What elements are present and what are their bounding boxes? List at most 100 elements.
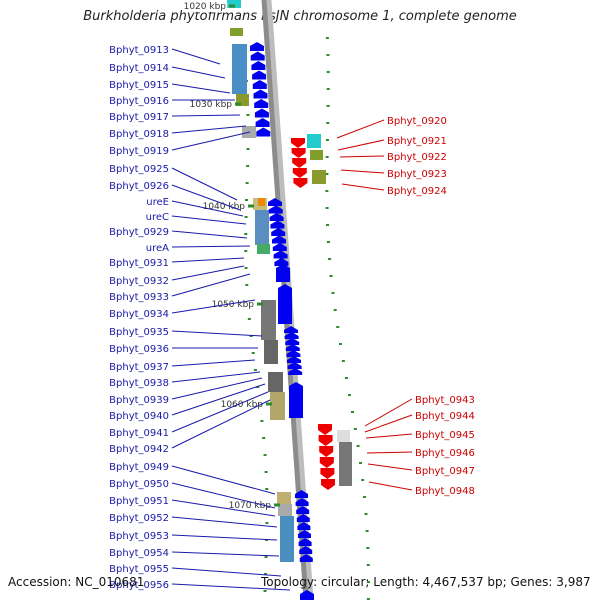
leader-line	[171, 465, 276, 495]
forward-gene-arrow	[271, 228, 286, 236]
gene-label-Bphyt_0931: Bphyt_0931	[109, 258, 169, 269]
leader-line	[366, 451, 413, 454]
gene-label-Bphyt_0954: Bphyt_0954	[109, 548, 169, 559]
leader-line	[340, 169, 385, 174]
gene-label-Bphyt_0947: Bphyt_0947	[415, 466, 475, 477]
ruler-label: 1020 kbp	[184, 2, 227, 12]
ruler-label: 1050 kbp	[212, 300, 255, 310]
forward-gene-arrow	[297, 522, 311, 530]
feature-box-olive	[312, 170, 326, 184]
gene-label-Bphyt_0952: Bphyt_0952	[109, 513, 169, 524]
leader-line	[171, 114, 241, 117]
leader-line	[171, 299, 256, 314]
leader-line	[339, 155, 385, 158]
leader-line	[171, 66, 226, 79]
gene-label-Bphyt_0933: Bphyt_0933	[109, 292, 169, 303]
gene-label-ureE: ureE	[146, 197, 169, 208]
gene-label-Bphyt_0950: Bphyt_0950	[109, 479, 169, 490]
leader-line	[171, 273, 251, 297]
forward-gene-arrow	[252, 70, 267, 80]
feature-box-tan	[270, 392, 285, 420]
feature-box-lightgrey	[337, 430, 350, 442]
forward-gene-arrow	[295, 490, 308, 498]
leader-line	[171, 499, 276, 517]
forward-gene-arrow	[287, 362, 302, 369]
feature-box-tan	[277, 492, 291, 504]
leader-line	[171, 567, 282, 577]
leader-line	[171, 131, 251, 151]
gene-label-Bphyt_0945: Bphyt_0945	[415, 430, 475, 441]
feature-box-cyan	[227, 0, 241, 8]
map-title: Burkholderia phytofirmans PsJN chromosom…	[83, 9, 517, 24]
forward-gene-arrow	[254, 99, 269, 108]
forward-gene-arrow	[278, 284, 292, 324]
gene-label-Bphyt_0941: Bphyt_0941	[109, 428, 169, 439]
ruler-label-bg	[219, 400, 265, 410]
leader-line	[364, 398, 413, 427]
feature-box-olive	[310, 150, 323, 160]
feature-box-grey	[278, 504, 292, 516]
leader-line	[171, 551, 280, 557]
forward-gene-arrow	[295, 498, 309, 506]
forward-gene-arrow	[274, 258, 289, 266]
leader-line	[171, 245, 251, 248]
forward-gene-arrow	[254, 108, 269, 118]
gene-label-Bphyt_0944: Bphyt_0944	[415, 411, 475, 422]
gene-label-Bphyt_0949: Bphyt_0949	[109, 462, 169, 473]
feature-box-grey	[339, 442, 352, 486]
left-gene-labels: Bphyt_0913Bphyt_0914Bphyt_0915Bphyt_0916…	[109, 45, 291, 591]
forward-gene-arrow	[252, 80, 267, 89]
gene-label-ureC: ureC	[146, 212, 169, 223]
reverse-gene-arrow	[319, 457, 334, 468]
gene-label-Bphyt_0935: Bphyt_0935	[109, 327, 169, 338]
forward-gene-arrow	[285, 344, 300, 351]
forward-gene-arrow	[298, 530, 311, 538]
gene-label-Bphyt_0942: Bphyt_0942	[109, 444, 169, 455]
leader-line	[171, 391, 269, 433]
reverse-gene-arrow	[291, 148, 306, 158]
leader-line	[171, 359, 256, 367]
gene-label-Bphyt_0946: Bphyt_0946	[415, 448, 475, 459]
forward-gene-arrow	[256, 127, 271, 137]
reverse-gene-arrow	[293, 178, 308, 188]
gene-label-Bphyt_0913: Bphyt_0913	[109, 45, 169, 56]
forward-gene-arrow	[270, 220, 285, 229]
gene-label-Bphyt_0932: Bphyt_0932	[109, 276, 169, 287]
leader-line	[171, 377, 263, 400]
forward-gene-arrow	[299, 554, 313, 562]
feature-box-green	[257, 244, 270, 254]
ruler-label: 1030 kbp	[190, 100, 233, 110]
gene-label-Bphyt_0956: Bphyt_0956	[109, 580, 169, 591]
feature-box-cyan	[307, 134, 321, 148]
forward-gene-arrow	[287, 356, 301, 363]
forward-gene-arrow	[289, 382, 303, 418]
forward-gene-arrow	[255, 118, 270, 127]
gene-label-Bphyt_0916: Bphyt_0916	[109, 96, 169, 107]
leader-line	[171, 125, 247, 134]
gene-label-Bphyt_0951: Bphyt_0951	[109, 496, 169, 507]
gene-label-Bphyt_0917: Bphyt_0917	[109, 112, 169, 123]
forward-gene-arrow	[298, 538, 312, 546]
reverse-gene-arrow	[291, 138, 305, 148]
leader-line	[341, 183, 385, 191]
topology-text: Topology: circular; Length: 4,467,537 bp…	[261, 575, 591, 589]
gene-label-Bphyt_0914: Bphyt_0914	[109, 63, 169, 74]
ruler-label-bg	[227, 501, 273, 511]
gene-label-Bphyt_0922: Bphyt_0922	[387, 152, 447, 163]
feature-box-olive	[230, 28, 243, 36]
gene-label-Bphyt_0943: Bphyt_0943	[415, 395, 475, 406]
gene-label-Bphyt_0918: Bphyt_0918	[109, 129, 169, 140]
leader-line	[171, 215, 247, 225]
gene-label-Bphyt_0919: Bphyt_0919	[109, 146, 169, 157]
leader-line	[337, 139, 385, 151]
forward-gene-arrow	[273, 250, 288, 259]
forward-gene-arrow	[276, 264, 290, 282]
feature-box-grey	[264, 340, 278, 364]
leader-line	[171, 83, 231, 94]
forward-gene-arrow	[250, 51, 265, 61]
gene-label-Bphyt_0937: Bphyt_0937	[109, 362, 169, 373]
leader-line	[368, 481, 413, 491]
leader-line	[171, 330, 263, 337]
leader-line	[171, 383, 266, 416]
